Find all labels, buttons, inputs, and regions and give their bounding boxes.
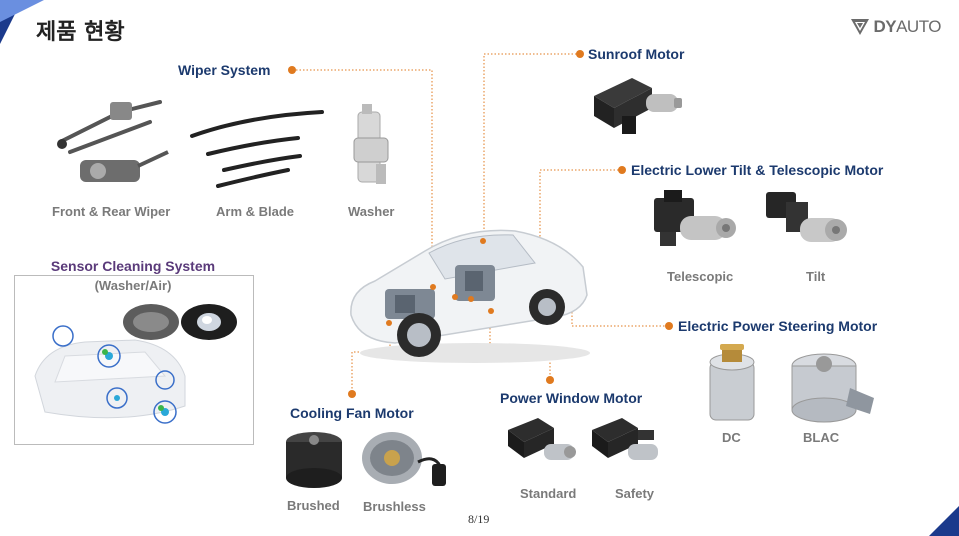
tilt-title: Electric Lower Tilt & Telescopic Motor <box>631 162 884 178</box>
eps-item-blac: BLAC <box>803 430 840 445</box>
eps-item-dc: DC <box>722 430 741 445</box>
sensor-clean-photo-2 <box>181 304 237 340</box>
telescopic-motor-image <box>654 190 736 246</box>
cooling-fan-title: Cooling Fan Motor <box>290 405 414 421</box>
fan-motor-image-brushless <box>362 432 446 486</box>
power-window-item-safety: Safety <box>615 486 655 501</box>
sunroof-motor-image <box>594 78 682 134</box>
sunroof-title: Sunroof Motor <box>588 46 685 62</box>
corner-decoration-light <box>0 0 44 22</box>
tilt-item-tilt: Tilt <box>806 269 826 284</box>
corner-decoration-bottom <box>929 506 959 536</box>
power-window-title: Power Window Motor <box>500 390 643 406</box>
tilt-dot <box>618 166 626 174</box>
page-title: 제품 현황 <box>36 20 125 45</box>
washer-tank-image <box>353 104 389 184</box>
window-motor-image-standard <box>508 418 576 460</box>
sensor-title: Sensor Cleaning System <box>44 258 222 274</box>
cooling-fan-item-brushless: Brushless <box>363 499 426 514</box>
eps-dot <box>665 322 673 330</box>
page-number: 8/19 <box>468 512 490 526</box>
car-cutaway-image <box>350 229 590 363</box>
logo-text-bold: DY <box>873 17 897 36</box>
company-logo: DYAUTO <box>851 17 941 37</box>
wiper-item-arm-blade: Arm & Blade <box>216 204 295 219</box>
window-motor-image-safety <box>592 418 658 460</box>
logo-mark-icon <box>851 19 870 35</box>
power-window-dot <box>546 376 554 384</box>
wiper-blade-image <box>190 110 324 188</box>
wiper-title: Wiper System <box>178 62 271 78</box>
eps-title: Electric Power Steering Motor <box>678 318 878 334</box>
sensor-subtitle: (Washer/Air) <box>94 278 172 293</box>
fan-motor-image-brushed <box>286 432 342 488</box>
blac-motor-image <box>791 353 874 423</box>
wiper-item-front-rear: Front & Rear Wiper <box>52 204 171 219</box>
wiper-linkage-image <box>57 100 169 182</box>
dc-motor-image <box>709 344 755 421</box>
cooling-fan-dot <box>348 390 356 398</box>
tilt-item-telescopic: Telescopic <box>667 269 734 284</box>
power-window-item-standard: Standard <box>520 486 577 501</box>
tilt-motor-image <box>766 192 847 242</box>
sensor-car-image <box>34 325 186 424</box>
sensor-clean-photo-1 <box>123 304 179 340</box>
cooling-fan-item-brushed: Brushed <box>287 498 340 513</box>
wiper-item-washer: Washer <box>348 204 395 219</box>
sunroof-dot <box>576 50 584 58</box>
sensor-cleaning-box <box>14 275 254 445</box>
logo-text: AUTO <box>896 17 941 36</box>
wiper-dot <box>288 66 296 74</box>
